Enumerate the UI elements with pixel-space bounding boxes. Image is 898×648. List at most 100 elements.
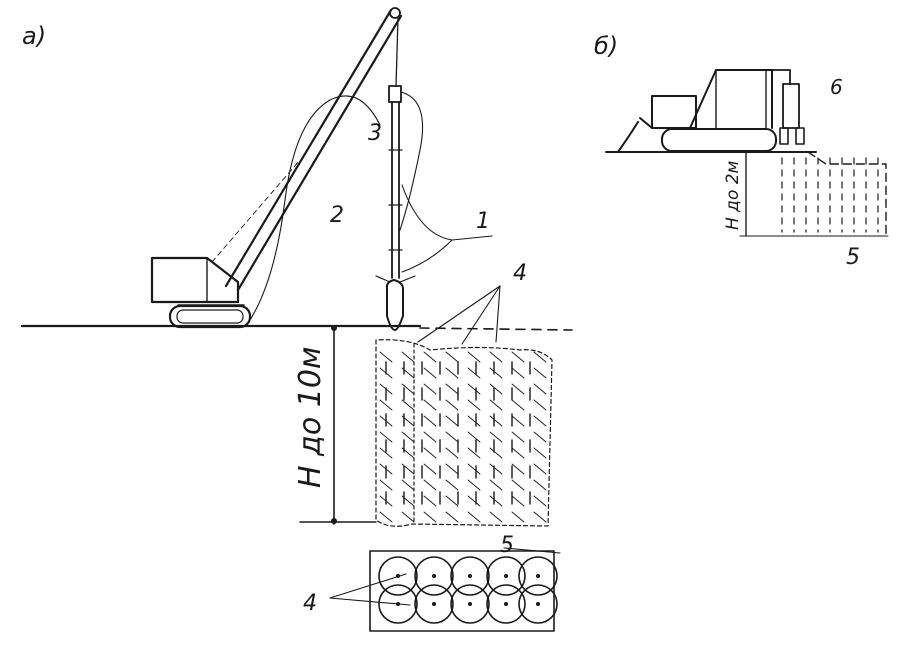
hatch-stroke: [423, 383, 437, 395]
crane-cab: [150, 256, 240, 304]
hatch-stroke: [445, 383, 459, 395]
hatch-stroke: [511, 383, 525, 395]
hatch-stroke: [533, 495, 547, 507]
hatch-stroke: [511, 367, 525, 379]
plan-column-center: [504, 602, 508, 606]
plan-column-circle: [486, 584, 526, 624]
hatch-stroke: [401, 511, 415, 523]
hatch-stroke: [445, 431, 459, 443]
hatch-stroke: [511, 399, 525, 411]
hatch-stroke: [401, 383, 415, 395]
callout-6: 6: [830, 75, 843, 99]
hatch-stroke: [423, 447, 437, 459]
hatch-stroke: [533, 399, 547, 411]
ground-dashed-a: [419, 327, 573, 331]
hatch-stroke: [533, 351, 547, 363]
plan-column-circle: [450, 584, 490, 624]
leader-4-bottom: [329, 573, 411, 606]
hatch-stroke: [401, 431, 415, 443]
plan-column-circle: [518, 556, 558, 596]
panel-b: [605, 69, 889, 237]
hatch-stroke: [489, 351, 503, 363]
callout-1: 1: [476, 209, 490, 234]
depth-dimension-a: [299, 325, 377, 525]
hatch-stroke: [467, 479, 481, 491]
hose-2: [249, 95, 381, 321]
plan-column-circle: [414, 584, 454, 624]
hatch-stroke: [533, 511, 547, 523]
hatch-stroke: [423, 399, 437, 411]
hatch-stroke: [401, 479, 415, 491]
hatch-stroke: [423, 351, 437, 363]
plan-column-circle: [518, 584, 558, 624]
crane-tracks: [168, 304, 252, 329]
hatch-stroke: [445, 447, 459, 459]
plan-view: [369, 547, 561, 632]
hatch-stroke: [467, 383, 481, 395]
dozer-blade: [617, 117, 653, 153]
soil-zone-outline: [375, 339, 553, 527]
hatch-stroke: [511, 479, 525, 491]
hatch-stroke: [533, 447, 547, 459]
hatch-stroke: [533, 415, 547, 427]
hatch-stroke: [445, 463, 459, 475]
hatch-stroke: [401, 399, 415, 411]
hatch-stroke: [467, 463, 481, 475]
hatch-stroke: [467, 511, 481, 523]
hatch-stroke: [489, 479, 503, 491]
hatch-stroke: [379, 479, 393, 491]
plan-column-circle: [450, 556, 490, 596]
hatch-stroke: [445, 511, 459, 523]
plan-column-center: [504, 574, 508, 578]
plan-column-circle: [378, 556, 418, 596]
pendant-line: [211, 159, 301, 263]
plan-column-center: [536, 574, 540, 578]
hatch-stroke: [489, 447, 503, 459]
hatch-stroke: [489, 399, 503, 411]
hatch-stroke: [467, 399, 481, 411]
hoist-rope: [395, 17, 399, 87]
vibrator-units: [779, 83, 805, 145]
callout-4-top: 4: [513, 261, 527, 286]
hatch-stroke: [511, 415, 525, 427]
hatch-stroke: [467, 351, 481, 363]
tractor-body: [651, 69, 791, 129]
plan-column-center: [468, 602, 472, 606]
soil-column: [375, 339, 553, 527]
hatch-stroke: [467, 415, 481, 427]
vibro-nozzle: [375, 275, 416, 331]
hatch-stroke: [489, 495, 503, 507]
leader-4-top: [417, 285, 501, 345]
hatch-stroke: [423, 511, 437, 523]
leader-1: [401, 184, 493, 241]
callout-5-a: 5: [500, 533, 514, 558]
hatch-stroke: [511, 495, 525, 507]
lance-pipe: [388, 85, 403, 279]
hatch-stroke: [445, 367, 459, 379]
panel-a-label: а): [22, 22, 46, 50]
hatch-stroke: [423, 463, 437, 475]
hatch-stroke: [423, 495, 437, 507]
hatch-stroke: [379, 351, 393, 363]
leader-1b: [401, 239, 453, 273]
hatch-stroke: [445, 479, 459, 491]
hatch-stroke: [533, 383, 547, 395]
depth-label-a: H до 10м: [293, 346, 328, 488]
hatch-stroke: [511, 447, 525, 459]
callout-2: 2: [330, 203, 344, 228]
hatch-stroke: [489, 367, 503, 379]
hatch-stroke: [423, 479, 437, 491]
hatch-stroke: [445, 415, 459, 427]
hatch-stroke: [533, 463, 547, 475]
plan-column-circle: [486, 556, 526, 596]
hatch-stroke: [533, 431, 547, 443]
hatch-stroke: [489, 511, 503, 523]
hatch-stroke: [489, 415, 503, 427]
hatch-stroke: [467, 431, 481, 443]
plan-column-circle: [378, 584, 418, 624]
hatch-stroke: [467, 367, 481, 379]
hatch-stroke: [489, 383, 503, 395]
hatch-stroke: [445, 399, 459, 411]
